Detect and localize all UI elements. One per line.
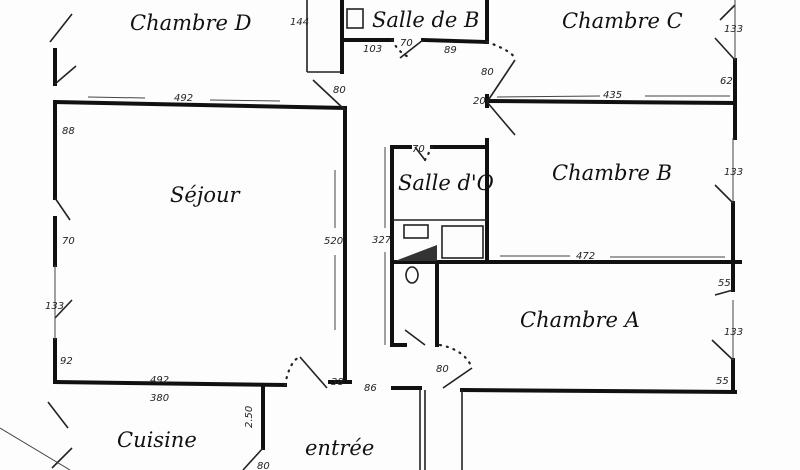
dim-label: 55 xyxy=(718,278,731,289)
dim-label: 88 xyxy=(62,126,75,137)
room-salle-do: Salle d'O xyxy=(398,171,494,195)
room-chambre-c: Chambre C xyxy=(562,9,683,33)
dim-label: 133 xyxy=(724,327,743,338)
dim-label: 144 xyxy=(290,17,309,28)
dim-label: 89 xyxy=(444,45,457,56)
dim-label: 70 xyxy=(400,38,413,49)
dim-label: 103 xyxy=(363,44,382,55)
dim-label: 55 xyxy=(716,376,729,387)
dim-label: 2.50 xyxy=(244,406,255,428)
dim-label: 327 xyxy=(372,235,392,246)
dim-label: 472 xyxy=(576,251,595,262)
toilet-icon xyxy=(405,266,419,284)
sink-icon xyxy=(346,8,364,29)
dim-label: 86 xyxy=(364,383,377,394)
dim-label: 62 xyxy=(720,76,733,87)
dim-label: 133 xyxy=(45,301,64,312)
dim-label: 380 xyxy=(150,393,169,404)
dimension-labels: 144 103 70 89 80 492 80 20 435 133 62 88… xyxy=(45,17,743,470)
dim-label: 520 xyxy=(324,236,343,247)
room-chambre-a: Chambre A xyxy=(520,308,640,332)
hatched-wall xyxy=(395,245,437,261)
dim-label: 80 xyxy=(481,67,494,78)
room-sejour: Séjour xyxy=(170,183,241,207)
dim-label: 80 xyxy=(257,461,270,470)
room-chambre-b: Chambre B xyxy=(552,161,672,185)
dim-label: 38 xyxy=(331,377,344,388)
room-cuisine: Cuisine xyxy=(117,428,197,452)
walls xyxy=(52,0,742,450)
dim-label: 70 xyxy=(412,144,425,155)
dim-label: 133 xyxy=(724,24,743,35)
room-entree: entrée xyxy=(305,436,374,460)
shower-icon xyxy=(441,225,484,259)
dim-label: 70 xyxy=(62,236,75,247)
room-chambre-d: Chambre D xyxy=(130,11,252,35)
doors xyxy=(0,4,736,470)
dim-label: 133 xyxy=(724,167,743,178)
dim-label: 92 xyxy=(60,356,73,367)
dim-label: 492 xyxy=(150,375,169,386)
basin-icon xyxy=(403,224,429,239)
dimension-lines xyxy=(54,0,736,360)
room-labels: Chambre D Salle de B Chambre C Séjour Sa… xyxy=(117,8,683,460)
dim-label: 80 xyxy=(333,85,346,96)
dim-label: 492 xyxy=(174,93,193,104)
dim-label: 435 xyxy=(603,90,622,101)
fixtures xyxy=(346,8,484,284)
dim-label: 80 xyxy=(436,364,449,375)
dim-label: 20 xyxy=(473,96,486,107)
room-salle-de-b: Salle de B xyxy=(372,8,479,32)
